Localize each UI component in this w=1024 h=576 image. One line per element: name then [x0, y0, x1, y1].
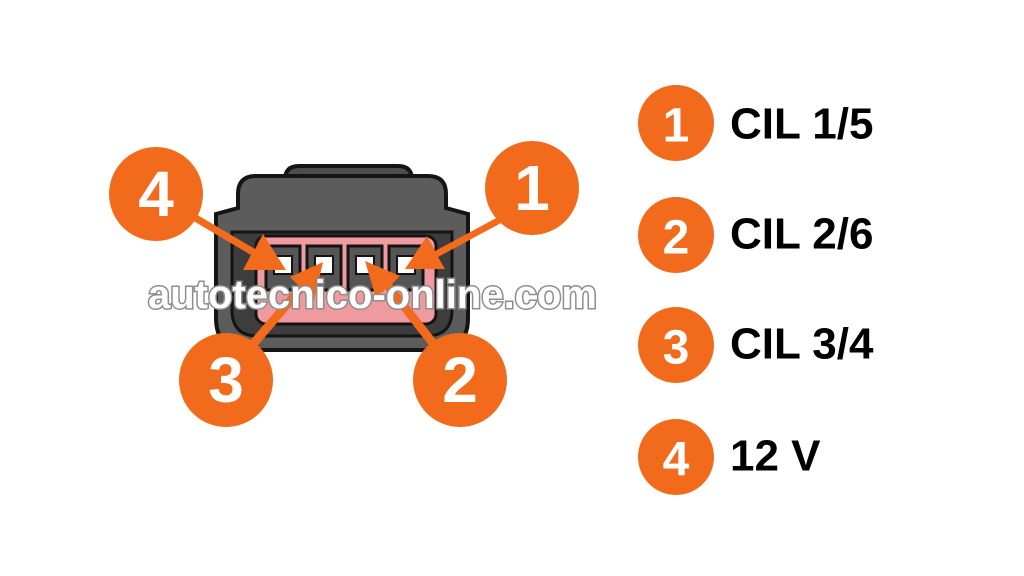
legend-item-2: 2 CIL 2/6 [638, 197, 873, 273]
legend-item-1-label: CIL 1/5 [730, 100, 873, 149]
legend: 1 CIL 1/5 2 CIL 2/6 3 CIL 3/4 4 12 V [638, 85, 874, 495]
callout-3: 3 [179, 333, 273, 427]
callout-2-label: 2 [442, 344, 478, 416]
legend-item-4: 4 12 V [638, 419, 821, 495]
watermark: autotecnico-online.com [148, 273, 597, 317]
callout-2: 2 [413, 333, 507, 427]
legend-item-3-label: CIL 3/4 [730, 320, 874, 369]
legend-item-4-label: 12 V [730, 432, 821, 481]
legend-item-2-label: CIL 2/6 [730, 210, 873, 259]
callout-3-label: 3 [208, 344, 244, 416]
callout-4-label: 4 [138, 158, 174, 230]
callout-1: 1 [485, 141, 579, 235]
legend-item-2-number: 2 [663, 212, 690, 265]
legend-item-3-number: 3 [663, 322, 690, 375]
legend-item-4-number: 4 [663, 434, 690, 487]
legend-item-3: 3 CIL 3/4 [638, 307, 874, 383]
callout-4: 4 [109, 147, 203, 241]
arrow-pin-4 [168, 200, 286, 270]
legend-item-1: 1 CIL 1/5 [638, 85, 873, 161]
callout-1-label: 1 [514, 152, 550, 224]
legend-item-1-number: 1 [663, 100, 690, 153]
